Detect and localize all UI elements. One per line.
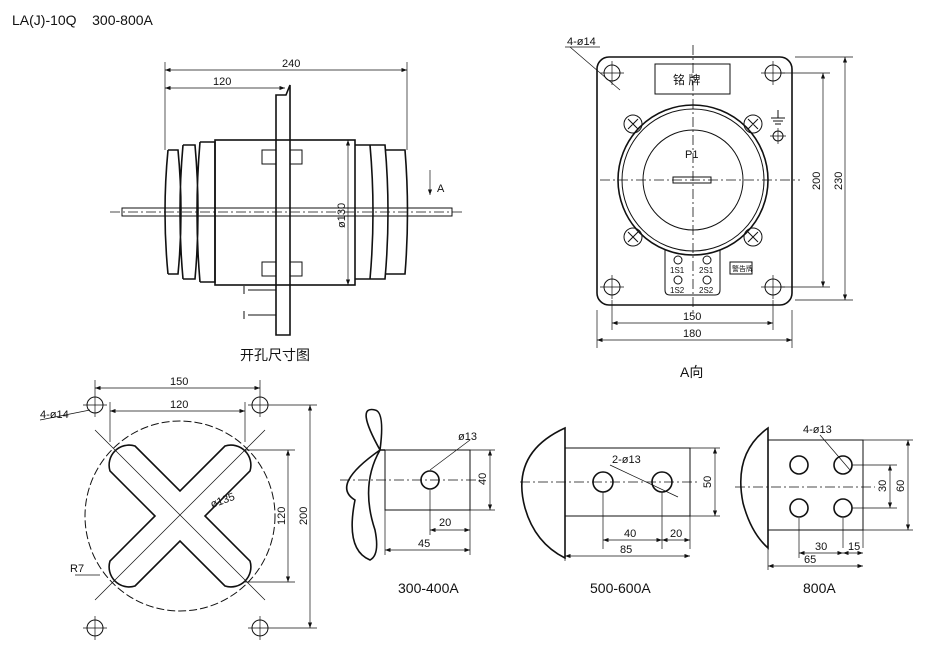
- a-view-caption: A向: [680, 364, 703, 380]
- dim-dia-130: ø130: [336, 203, 348, 228]
- nameplate-label: 铭 牌: [673, 72, 700, 87]
- cutout-holes-label: 4-ø14: [40, 409, 69, 421]
- busbar3-dim-30v: 30: [877, 480, 889, 492]
- terminal-2s2: 2S2: [699, 286, 714, 295]
- a-view-holes-label: 4-ø14: [567, 36, 596, 48]
- dim-120: 120: [213, 76, 231, 88]
- dim-240: 240: [282, 58, 300, 70]
- busbar3-dim-30h: 30: [815, 541, 827, 553]
- busbar1-dim-20: 20: [439, 517, 451, 529]
- busbar2-dim-50: 50: [702, 476, 714, 488]
- side-view: 240 120 ø130 A 开孔尺寸图: [110, 58, 465, 363]
- terminal-1s2: 1S2: [670, 286, 685, 295]
- busbar1-dim-45: 45: [418, 538, 430, 550]
- cutout-dim-120v: 120: [276, 507, 288, 525]
- busbar2-hole: 2-ø13: [612, 454, 641, 466]
- page-title: LA(J)-10Q 300-800A: [12, 12, 153, 28]
- busbar3-dim-65: 65: [804, 554, 816, 566]
- busbar2-dim-85: 85: [620, 544, 632, 556]
- busbar2-dim-20: 20: [670, 528, 682, 540]
- busbar1-dim-40: 40: [477, 473, 489, 485]
- dim-180: 180: [683, 328, 701, 340]
- radius-label: R7: [70, 563, 84, 575]
- cutout-dim-150: 150: [170, 376, 188, 388]
- dim-200: 200: [811, 172, 823, 190]
- busbar2-dim-40: 40: [624, 528, 636, 540]
- ground-icon: [771, 110, 785, 125]
- arrow-a-label: A: [437, 183, 445, 195]
- busbar-500-600a: 2-ø13 50 40 20 85 500-600A: [520, 426, 720, 596]
- side-view-caption: 开孔尺寸图: [240, 347, 310, 363]
- busbar1-hole: ø13: [458, 431, 477, 443]
- warning-plate: 警告牌: [732, 264, 753, 273]
- terminal-1s1: 1S1: [670, 266, 685, 275]
- busbar2-caption: 500-600A: [590, 580, 651, 596]
- busbar3-dim-15: 15: [848, 541, 860, 553]
- terminal-2s1: 2S1: [699, 266, 714, 275]
- cutout-dim-120h: 120: [170, 399, 188, 411]
- busbar-800a: 4-ø13 30 60 30 15 65 800A: [735, 424, 913, 596]
- cutout-view: 150 120 120 200 4-ø14 ø135 R7: [39, 376, 317, 640]
- busbar1-caption: 300-400A: [398, 580, 459, 596]
- cutout-dim-dia: ø135: [209, 491, 237, 511]
- p1-label: P1: [685, 149, 698, 161]
- cutout-dim-200: 200: [298, 507, 310, 525]
- busbar3-hole: 4-ø13: [803, 424, 832, 436]
- a-view: 4-ø14 铭 牌 P1 1S1 2S1 1S2 2S2 警告牌 150 180…: [565, 36, 853, 380]
- busbar3-caption: 800A: [803, 580, 836, 596]
- busbar3-dim-60: 60: [895, 480, 907, 492]
- dim-230: 230: [833, 172, 845, 190]
- busbar-300-400a: ø13 40 20 45 300-400A: [340, 408, 495, 596]
- dim-150: 150: [683, 311, 701, 323]
